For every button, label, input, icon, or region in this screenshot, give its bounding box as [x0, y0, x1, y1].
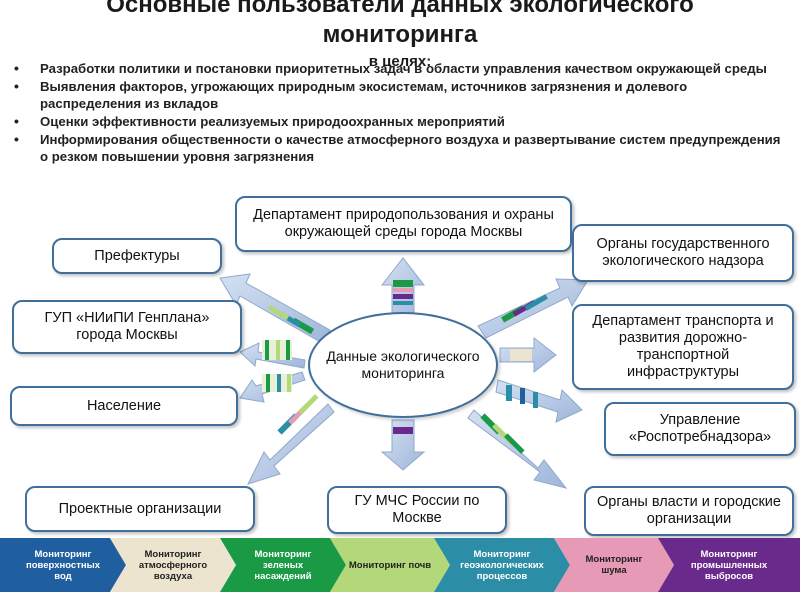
box-proektnye-organizacii: Проектные организации: [25, 486, 255, 532]
bar-segment: Мониторинг зеленых насаждений: [220, 538, 346, 592]
box-ekologicheskiy-nadzor: Органы государственного экологического н…: [572, 224, 794, 282]
bar-segment-label: Мониторинг поверхностных вод: [26, 548, 100, 582]
slide-title: Основные пользователи данных экологическ…: [0, 0, 800, 50]
purpose-item: Разработки политики и постановки приорит…: [14, 60, 784, 77]
monitoring-types-bar: Мониторинг поверхностных вод Мониторинг …: [0, 538, 800, 592]
bar-segment: Мониторинг поверхностных вод: [0, 538, 126, 592]
bar-segment-label: Мониторинг шума: [585, 554, 643, 576]
box-mchs: ГУ МЧС России по Москве: [327, 486, 507, 534]
bar-segment-label: Мониторинг зеленых насаждений: [254, 548, 312, 582]
arrow-down: [380, 419, 426, 471]
box-prefektury: Префектуры: [52, 238, 222, 274]
bar-segment: Мониторинг шума: [554, 538, 674, 592]
arrow-to-proekt: [247, 394, 335, 485]
bar-segment-label: Мониторинг промышленных выбросов: [690, 548, 768, 582]
box-rospotrebnadzor: Управление «Роспотребнадзора»: [604, 402, 796, 456]
title-line-1: Основные пользователи данных экологическ…: [106, 0, 694, 18]
arrow-to-naselenie: [239, 371, 306, 403]
purpose-item: Выявления факторов, угрожающих природным…: [14, 78, 784, 112]
bar-segment-label: Мониторинг почв: [348, 559, 432, 571]
bar-segment: Мониторинг атмосферного воздуха: [110, 538, 236, 592]
purpose-item: Информирования общественности о качестве…: [14, 131, 784, 165]
purpose-list: Разработки политики и постановки приорит…: [14, 60, 784, 166]
arrow-to-gup: [239, 340, 306, 369]
arrow-to-nadzor: [477, 278, 589, 339]
box-dep-transporta: Департамент транспорта и развития дорожн…: [572, 304, 794, 390]
central-node: Данные экологического мониторинга: [308, 312, 498, 418]
title-line-2: мониторинга: [322, 21, 478, 48]
bar-segment: Мониторинг промышленных выбросов: [658, 538, 800, 592]
purpose-item: Оценки эффективности реализуемых природо…: [14, 113, 784, 130]
bar-segment: Мониторинг геоэкологических процессов: [434, 538, 570, 592]
arrow-up: [380, 257, 426, 319]
arrow-to-transport: [499, 336, 557, 374]
arrow-to-prefektury: [219, 273, 331, 344]
bar-segment-label: Мониторинг геоэкологических процессов: [460, 548, 544, 582]
box-organy-vlasti: Органы власти и городские организации: [584, 486, 794, 536]
box-gup-genplan: ГУП «НИиПИ Генплана» города Москвы: [12, 300, 242, 354]
bar-segment: Мониторинг почв: [330, 538, 450, 592]
bar-segment-label: Мониторинг атмосферного воздуха: [138, 548, 208, 582]
box-dep-prirodopolzovaniya: Департамент природопользования и охраны …: [235, 196, 572, 252]
box-naselenie: Население: [10, 386, 238, 426]
arrow-to-rospotreb: [495, 379, 583, 423]
arrow-to-vlast: [467, 409, 568, 489]
